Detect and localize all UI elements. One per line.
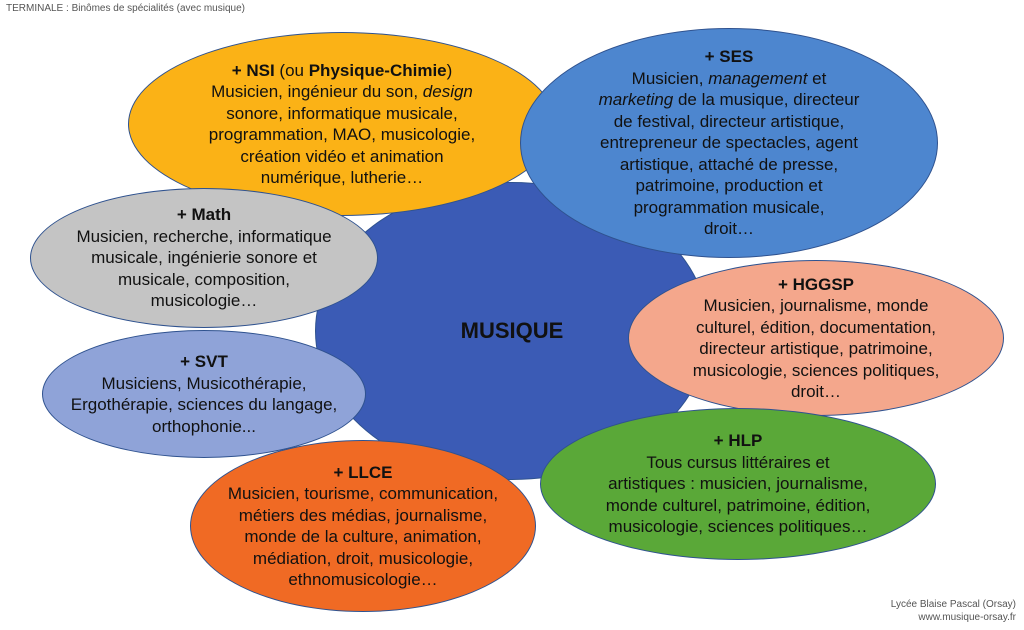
node-nsi-line1-italic: design [422, 82, 473, 101]
node-math-line: musicologie… [150, 291, 258, 311]
footer-school: Lycée Blaise Pascal (Orsay) [890, 599, 1016, 610]
node-nsi-line1-text: Musicien, ingénieur du son, [211, 82, 423, 101]
node-ses-line: entrepreneur de spectacles, agent [599, 133, 858, 153]
node-nsi-line: sonore, informatique musicale, [226, 103, 458, 123]
node-hggsp-body: Musicien, journalisme, monde culturel, é… [693, 295, 940, 403]
node-llce-line: monde de la culture, animation, [244, 527, 482, 546]
node-nsi-line: création vidéo et animation [240, 146, 444, 166]
node-hggsp-line: Musicien, journalisme, monde [703, 296, 929, 315]
node-ses: + SES Musicien, management et marketing … [520, 28, 938, 258]
node-nsi-line: Musicien, ingénieur du son, design [209, 81, 475, 103]
page-title: TERMINALE : Binômes de spécialités (avec… [6, 3, 245, 14]
node-nsi-title-alt: Physique-Chimie [308, 60, 447, 80]
node-ses-line1-italic: management [708, 68, 808, 88]
node-nsi-line: programmation, MAO, musicologie, [208, 125, 476, 144]
node-hlp: + HLP Tous cursus littéraires et artisti… [540, 408, 936, 560]
node-hggsp-line: directeur artistique, patrimoine, [699, 339, 933, 358]
node-ses-line1-text: Musicien, [631, 68, 709, 88]
node-ses-body: Musicien, management et marketing de la … [599, 68, 860, 240]
node-nsi-title: + NSI (ou Physique-Chimie) [232, 60, 453, 82]
node-ses-line: Musicien, management et [599, 68, 860, 90]
node-hggsp-line: musicologie, sciences politiques, [692, 360, 940, 380]
center-label: MUSIQUE [460, 318, 564, 344]
node-math-line: musicale, composition, [118, 269, 290, 289]
node-math-line: Musicien, recherche, informatique [76, 226, 332, 246]
footer: Lycée Blaise Pascal (Orsay) www.musique-… [891, 598, 1016, 624]
node-llce-title: + LLCE [333, 462, 393, 482]
node-ses-title: + SES [704, 47, 754, 67]
node-hggsp-line: culturel, édition, documentation, [695, 317, 937, 337]
node-hlp-line: Tous cursus littéraires et [646, 452, 830, 472]
node-math-line: musicale, ingénierie sonore et [91, 248, 317, 268]
node-nsi: + NSI (ou Physique-Chimie) Musicien, ing… [128, 32, 556, 216]
node-ses-line2-text: de la musique, directeur [673, 90, 860, 110]
node-ses-line: marketing de la musique, directeur [599, 89, 860, 111]
node-ses-line2-italic: marketing [598, 90, 674, 110]
node-llce-line: métiers des médias, journalisme, [238, 505, 488, 525]
node-math-title: + Math [176, 205, 232, 225]
node-nsi-title-paren-close: ) [446, 60, 453, 80]
node-svt-line: orthophonie... [152, 416, 256, 436]
node-llce-line: médiation, droit, musicologie, [252, 548, 474, 568]
node-llce: + LLCE Musicien, tourisme, communication… [190, 440, 536, 612]
node-nsi-body: Musicien, ingénieur du son, design sonor… [209, 81, 475, 189]
node-hlp-line: artistiques : musicien, journalisme, [608, 474, 868, 494]
node-ses-line: droit… [703, 219, 755, 239]
node-llce-line: Musicien, tourisme, communication, [227, 484, 499, 503]
node-hggsp-line: droit… [790, 382, 842, 401]
node-nsi-title-paren-open: (ou [274, 60, 309, 80]
node-ses-line: artistique, attaché de presse, [619, 154, 839, 174]
node-math: + Math Musicien, recherche, informatique… [30, 188, 378, 328]
node-hggsp: + HGGSP Musicien, journalisme, monde cul… [628, 260, 1004, 416]
node-hlp-line: monde culturel, patrimoine, édition, [605, 495, 871, 515]
node-hggsp-title: + HGGSP [777, 274, 855, 294]
node-hlp-body: Tous cursus littéraires et artistiques :… [606, 452, 871, 538]
footer-website: www.musique-orsay.fr [918, 612, 1016, 623]
node-nsi-title-main: + NSI [231, 60, 275, 80]
node-svt-line: Musiciens, Musicothérapie, [101, 373, 307, 393]
node-llce-line: ethnomusicologie… [288, 570, 438, 589]
node-hlp-line: musicologie, sciences politiques… [608, 517, 868, 537]
node-hlp-title: + HLP [713, 431, 763, 451]
node-svt: + SVT Musiciens, Musicothérapie, Ergothé… [42, 330, 366, 458]
node-ses-line1-tail: et [807, 68, 827, 88]
node-ses-line: programmation musicale, [633, 197, 825, 217]
node-svt-title: + SVT [180, 352, 228, 371]
node-nsi-line: numérique, lutherie… [260, 168, 424, 187]
node-svt-line: Ergothérapie, sciences du langage, [70, 395, 338, 414]
node-ses-line: patrimoine, production et [635, 176, 823, 196]
node-svt-body: Musiciens, Musicothérapie, Ergothérapie,… [71, 373, 338, 438]
node-llce-body: Musicien, tourisme, communication, métie… [228, 483, 498, 591]
node-math-body: Musicien, recherche, informatique musica… [76, 226, 331, 312]
node-ses-line: de festival, directeur artistique, [613, 111, 845, 131]
